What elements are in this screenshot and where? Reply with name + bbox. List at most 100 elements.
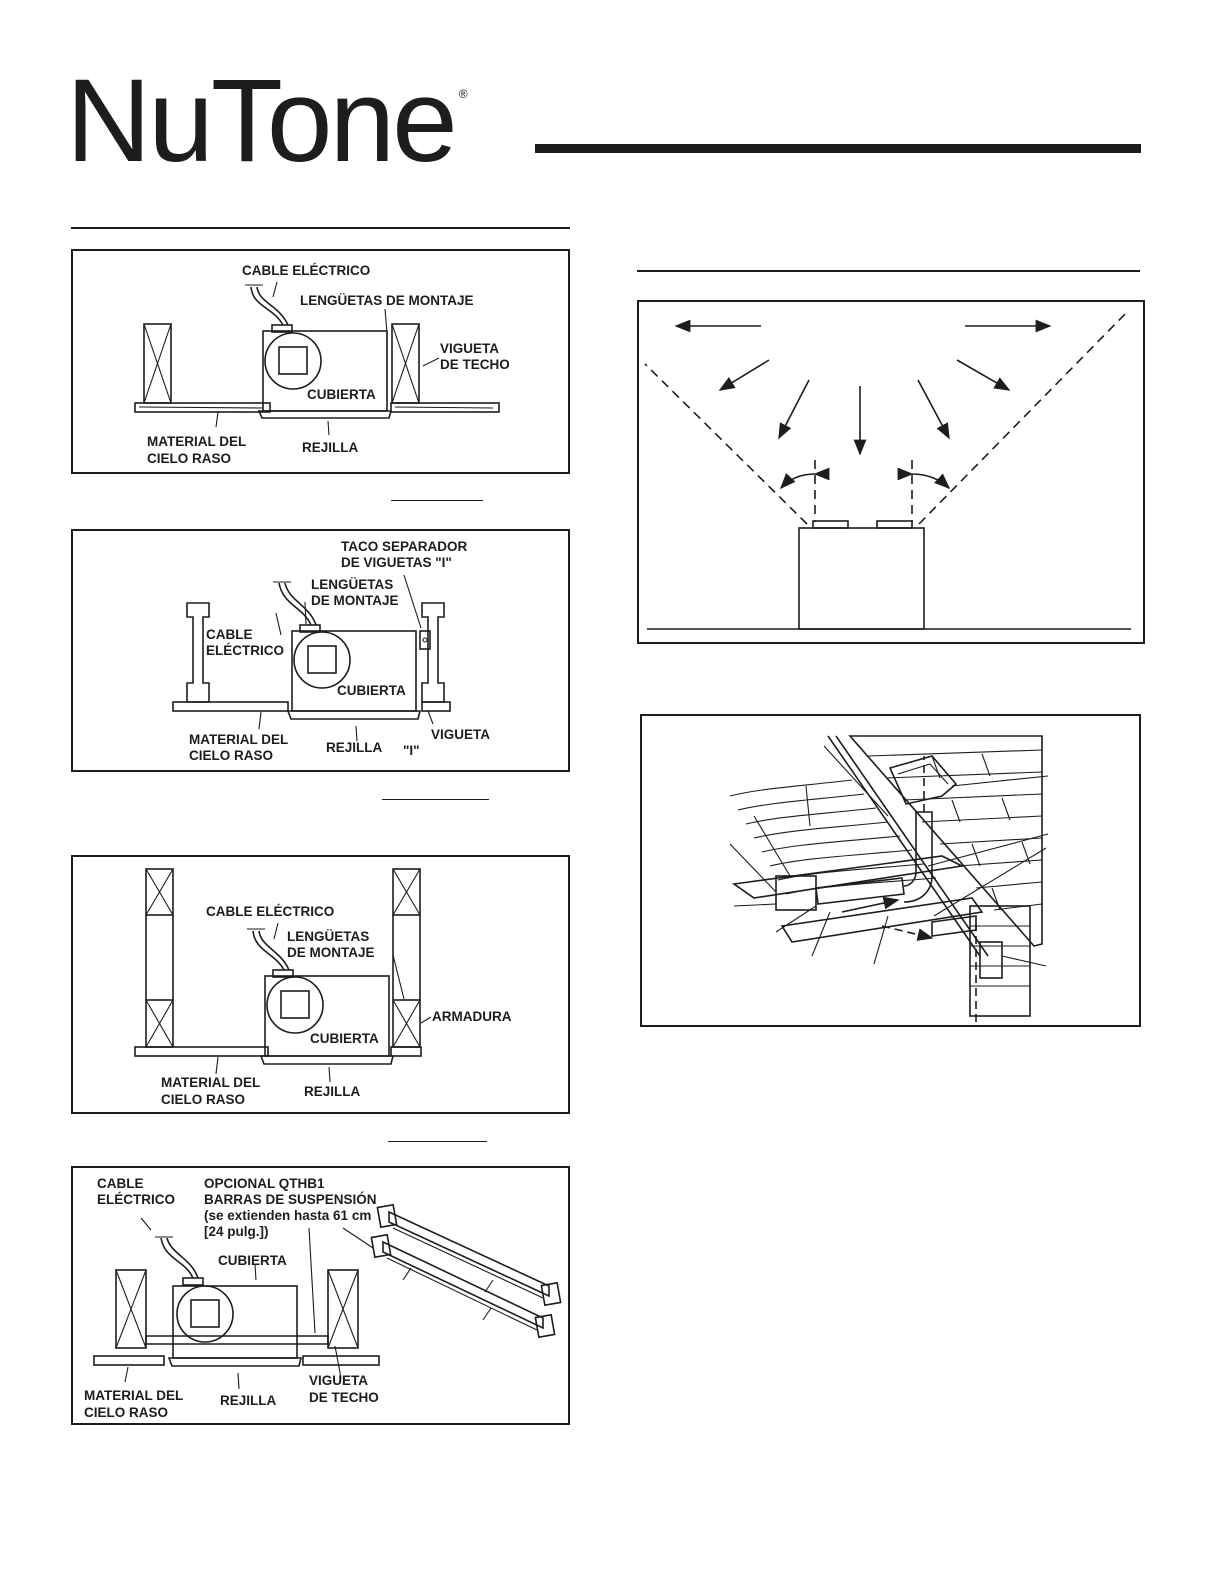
ceiling-material-right: [421, 701, 451, 712]
label-joist-1: VIGUETA: [309, 1373, 368, 1388]
grille: [286, 710, 422, 720]
outlet-left: [812, 520, 849, 529]
cable-connector: [272, 969, 294, 978]
spread-boundary-right: [918, 309, 1130, 525]
label-grille: REJILLA: [326, 740, 383, 755]
ceiling-material-right: [390, 1046, 422, 1057]
label-housing: CUBIERTA: [307, 387, 376, 402]
label-option-3: (se extienden hasta 61 cm: [204, 1208, 371, 1223]
truss-right-top: [392, 868, 421, 916]
ceiling-material-left: [93, 1355, 165, 1366]
label-option-1: OPCIONAL QTHB1: [204, 1176, 325, 1191]
cable-connector: [182, 1277, 204, 1286]
roof: [848, 735, 1043, 947]
label-cable-1: CABLE: [206, 627, 253, 642]
hanger-bars-optional: [370, 1203, 562, 1339]
left-section-rule: [71, 227, 570, 229]
joist-left: [115, 1269, 147, 1349]
joist-right: [391, 323, 420, 404]
label-cable-2: ELÉCTRICO: [97, 1192, 175, 1207]
fig2-caption-rule: [382, 799, 489, 800]
label-ceiling-2: CIELO RASO: [147, 451, 231, 466]
grille: [257, 410, 393, 419]
label-cable-1: CABLE: [97, 1176, 144, 1191]
motor-circle: [264, 332, 322, 390]
electric-cable: [252, 930, 285, 971]
ceiling-material-right: [302, 1355, 380, 1366]
label-ijoist-2: "I": [403, 743, 420, 758]
label-housing: CUBIERTA: [310, 1031, 379, 1046]
label-ceiling-2: CIELO RASO: [189, 748, 273, 763]
joist-right: [327, 1269, 359, 1349]
label-grille: REJILLA: [304, 1084, 361, 1099]
label-joist-2: DE TECHO: [309, 1390, 379, 1405]
label-option-2: BARRAS DE SUSPENSIÓN: [204, 1192, 377, 1207]
label-spacer-1: TACO SEPARADOR: [341, 539, 468, 554]
outlet-right: [876, 520, 913, 529]
spread-boundary-left: [644, 363, 808, 525]
roof-shingles: [867, 749, 1043, 911]
truss-left-bottom: [145, 999, 174, 1048]
figure-i-joist-mount: TACO SEPARADOR DE VIGUETAS "I" LENGÜETAS…: [71, 529, 570, 772]
arrow-down-right-steep: [917, 379, 950, 440]
label-tabs-1: LENGÜETAS: [311, 577, 393, 592]
label-joist-2: DE TECHO: [440, 357, 510, 372]
label-housing: CUBIERTA: [337, 683, 406, 698]
ceiling-joist-front: [780, 897, 984, 943]
exterior-wall: [969, 905, 1031, 1017]
cable-connector: [271, 324, 293, 333]
label-grille: REJILLA: [220, 1393, 277, 1408]
label-ceiling-2: CIELO RASO: [84, 1405, 168, 1420]
figure-hanger-bar-mount: CABLE ELÉCTRICO OPCIONAL QTHB1 BARRAS DE…: [71, 1166, 570, 1425]
roof-cap: [888, 755, 958, 805]
fig1-caption-rule: [391, 500, 483, 501]
header-rule: [535, 144, 1141, 153]
label-tabs-1: LENGÜETAS: [287, 929, 369, 944]
ceiling-joist: [731, 855, 965, 899]
label-tabs-2: DE MONTAJE: [311, 593, 399, 608]
registered-mark: ®: [458, 87, 468, 101]
joist-left: [143, 323, 172, 404]
electric-cable: [160, 1237, 194, 1279]
electric-cable: [278, 582, 312, 626]
label-ceiling-1: MATERIAL DEL: [161, 1075, 260, 1090]
figure-joist-mount: CABLE ELÉCTRICO LENGÜETAS DE MONTAJE VIG…: [71, 249, 570, 474]
hanger-bar-mount-drawing: CABLE ELÉCTRICO OPCIONAL QTHB1 BARRAS DE…: [84, 1176, 562, 1420]
right-section-rule: [637, 270, 1140, 272]
label-ceiling-2: CIELO RASO: [161, 1092, 245, 1107]
figure-truss-mount: CABLE ELÉCTRICO LENGÜETAS DE MONTAJE ARM…: [71, 855, 570, 1114]
label-option-4: [24 pulg.]): [204, 1224, 269, 1239]
i-joist-right: [421, 602, 445, 703]
ceiling-material-right: [390, 402, 500, 413]
truss-right-bottom: [392, 999, 421, 1048]
hanger-bar-installed: [145, 1335, 329, 1345]
label-grille: REJILLA: [302, 440, 359, 455]
figure-airflow-pattern: [637, 300, 1145, 644]
duct-horizontal: [815, 877, 905, 905]
electric-cable: [250, 286, 284, 326]
figure-duct-installation: [640, 714, 1141, 1027]
label-spacer-2: DE VIGUETAS "I": [341, 555, 452, 570]
airflow-arrow-wall: [881, 925, 934, 941]
label-ceiling-1: MATERIAL DEL: [84, 1388, 183, 1403]
i-joist-left: [186, 602, 210, 703]
label-cable: CABLE ELÉCTRICO: [242, 263, 370, 278]
fan-unit: [798, 527, 925, 630]
ceiling-material-left: [134, 1046, 269, 1057]
label-cable-2: ELÉCTRICO: [206, 643, 284, 658]
joist-mount-drawing: CABLE ELÉCTRICO LENGÜETAS DE MONTAJE VIG…: [134, 263, 510, 466]
airflow-arrow-up: [841, 896, 900, 913]
i-joist-mount-drawing: TACO SEPARADOR DE VIGUETAS "I" LENGÜETAS…: [172, 539, 490, 763]
label-cable: CABLE ELÉCTRICO: [206, 904, 334, 919]
fig3-caption-rule: [388, 1141, 487, 1142]
truss-left-top: [145, 868, 174, 916]
truss-mount-drawing: CABLE ELÉCTRICO LENGÜETAS DE MONTAJE ARM…: [134, 868, 512, 1107]
label-joist-1: VIGUETA: [440, 341, 499, 356]
arrow-down-left: [718, 359, 770, 391]
wall-cap: [979, 941, 1003, 979]
arrow-down-left-steep: [778, 379, 810, 440]
brand-name: NuTone: [66, 55, 458, 187]
duct-installation-drawing: [729, 735, 1049, 1022]
cable-connector: [299, 624, 321, 633]
joist-spacer-block: [419, 630, 431, 650]
